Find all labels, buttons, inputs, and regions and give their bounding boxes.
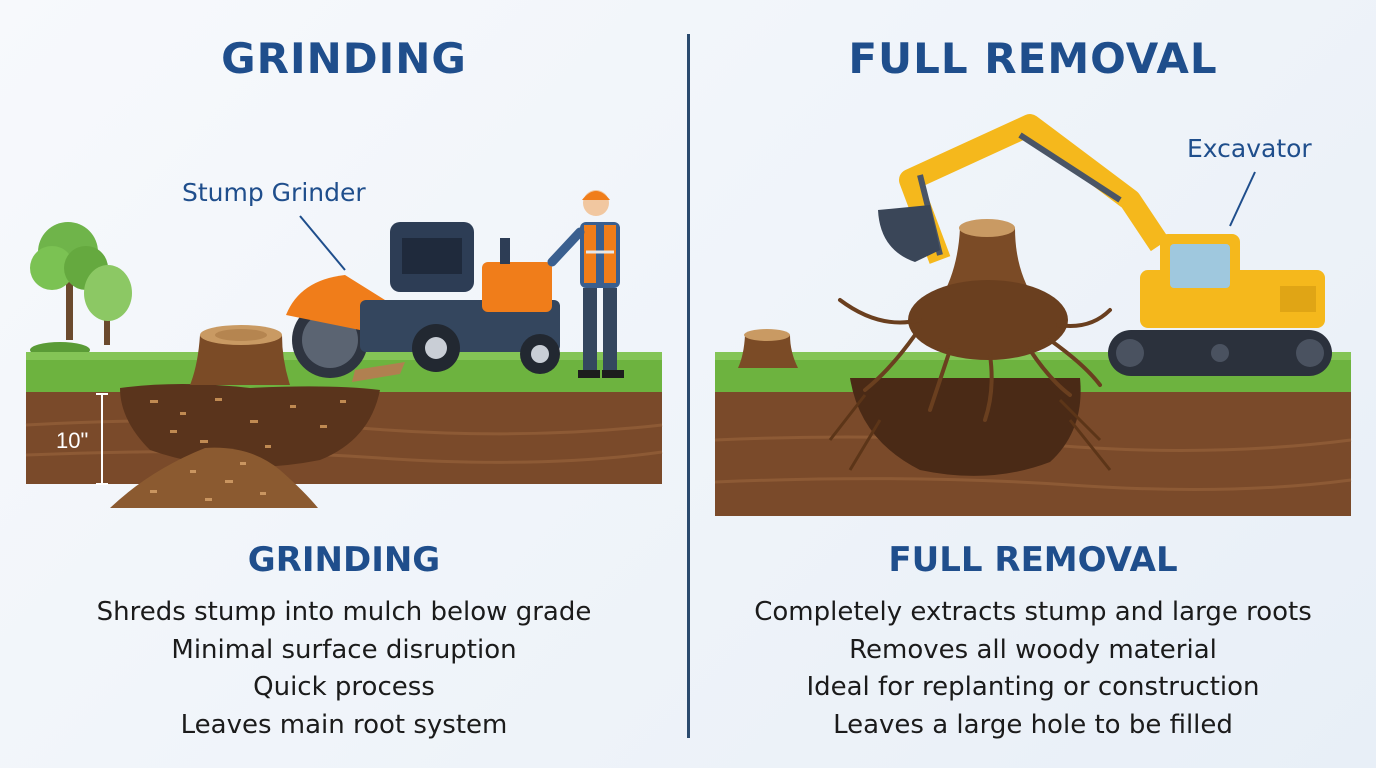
trees-illustration	[30, 222, 132, 358]
list-item: Shreds stump into mulch below grade	[96, 597, 592, 627]
callout-line	[1229, 171, 1256, 227]
worker-illustration	[547, 190, 624, 378]
excavator-illustration	[878, 114, 1332, 376]
grinding-panel: 10"	[0, 34, 688, 744]
grinding-illustration: 10"	[25, 178, 663, 508]
grinding-points: Shreds stump into mulch below grade Mini…	[0, 594, 688, 744]
list-item: Quick process	[253, 672, 435, 702]
full-removal-points: Completely extracts stump and large root…	[690, 594, 1376, 744]
stump-small	[738, 335, 798, 368]
removal-hole	[850, 378, 1081, 476]
list-item: Removes all woody material	[849, 634, 1217, 665]
grinding-title: GRINDING	[221, 34, 467, 83]
center-divider	[687, 34, 690, 738]
depth-label: 10"	[56, 428, 88, 453]
stump-left	[190, 335, 290, 385]
full-removal-panel: Excavator FULL REMOVAL FULL REMOVAL Comp…	[690, 0, 1376, 768]
extracted-stump-illustration	[838, 219, 1112, 422]
list-item: Leaves main root system	[180, 709, 508, 740]
list-item: Leaves a large hole to be filled	[833, 709, 1233, 740]
list-item: Completely extracts stump and large root…	[754, 597, 1312, 627]
stump-grinder-illustration	[286, 222, 560, 382]
callout-line	[299, 215, 346, 271]
list-item: Ideal for replanting or construction	[806, 672, 1260, 702]
mulch-pit	[120, 384, 380, 468]
full-removal-illustration: Excavator	[714, 114, 1352, 516]
stump-grinder-callout: Stump Grinder	[182, 178, 366, 207]
full-removal-subtitle: FULL REMOVAL	[888, 540, 1178, 580]
grinding-subtitle: GRINDING	[247, 540, 441, 580]
excavator-callout: Excavator	[1187, 134, 1312, 163]
full-removal-title: FULL REMOVAL	[848, 34, 1218, 83]
list-item: Minimal surface disruption	[171, 634, 517, 665]
